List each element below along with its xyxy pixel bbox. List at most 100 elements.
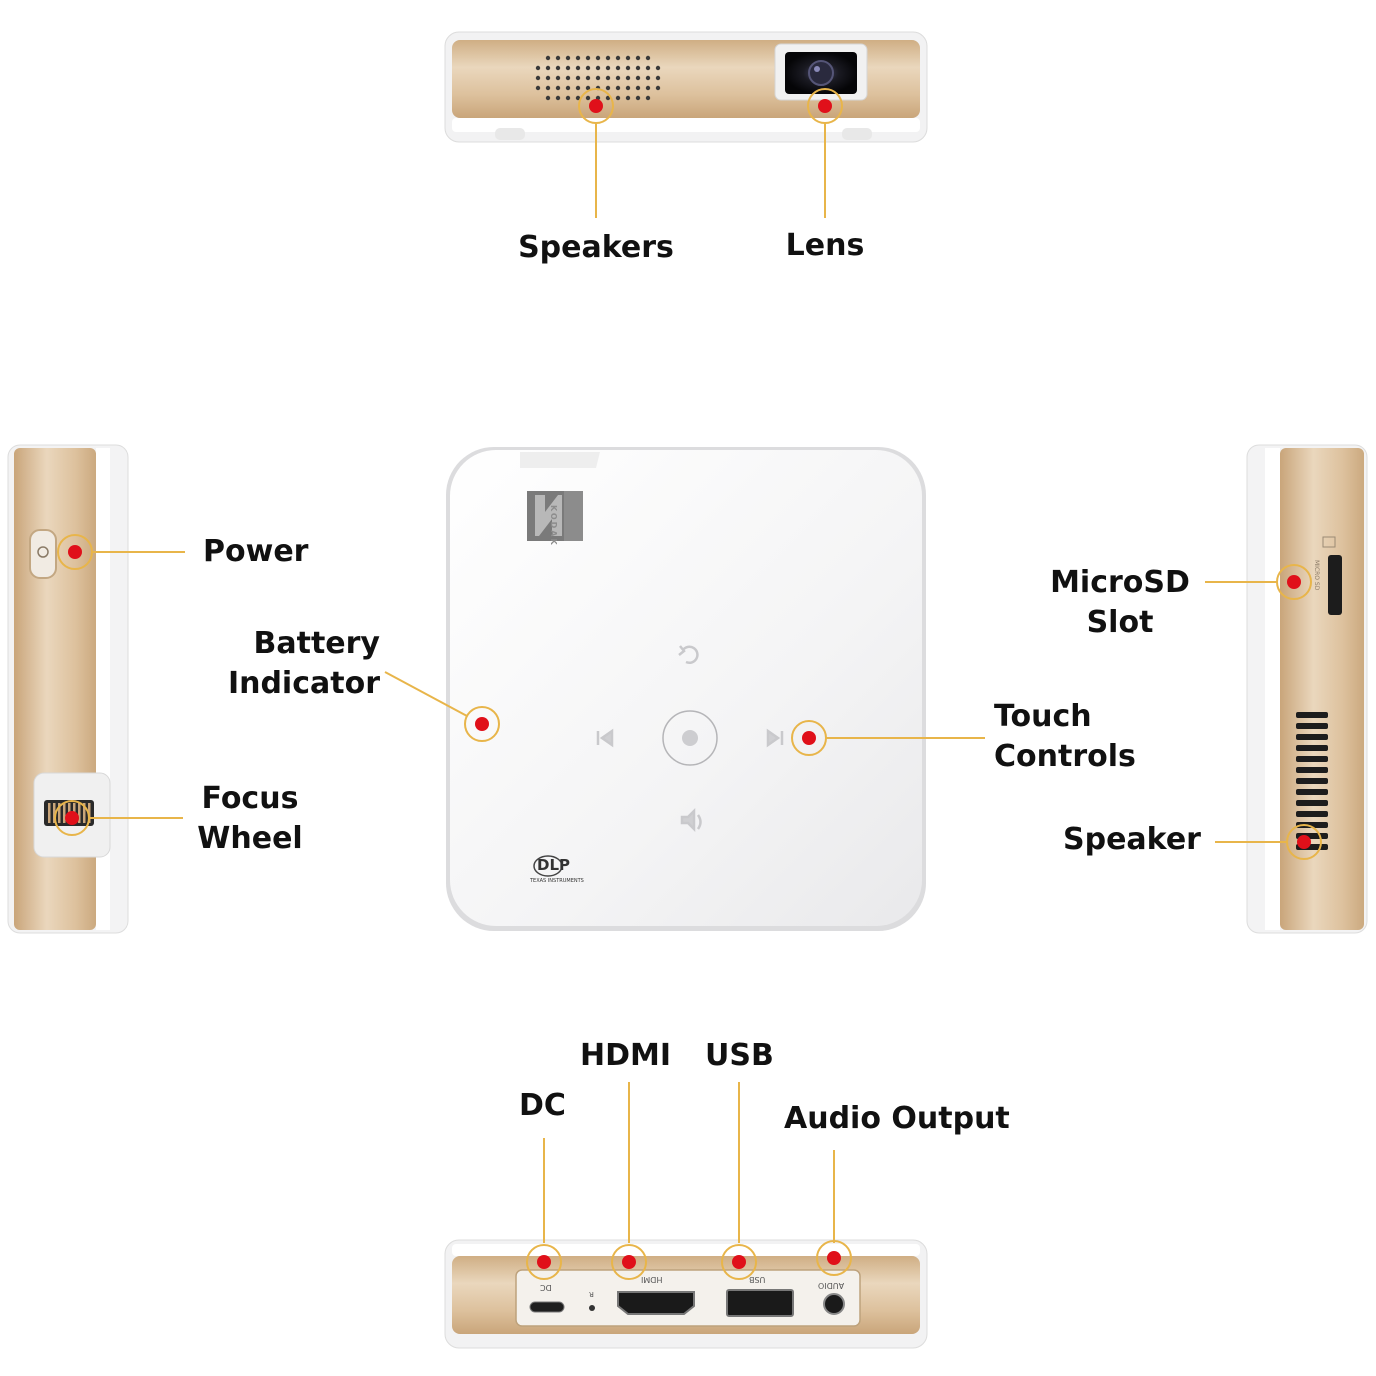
- grille-hole: [645, 95, 651, 101]
- grille-hole: [615, 55, 621, 61]
- grille-hole: [605, 85, 611, 91]
- vent-slot: [1296, 712, 1328, 718]
- vent-slot: [1296, 789, 1328, 795]
- label-touch-line1: Touch: [994, 699, 1092, 734]
- grille-hole: [535, 85, 541, 91]
- grille-hole: [625, 75, 631, 81]
- vent-slot: [1296, 723, 1328, 729]
- dlp-subtext: TEXAS INSTRUMENTS: [530, 878, 584, 884]
- grille-hole: [565, 75, 571, 81]
- kodak-logo-icon: [527, 491, 583, 541]
- callout-lines: [90, 122, 1287, 1243]
- label-battery-indicator: Battery Indicator: [190, 624, 380, 704]
- grille-hole: [545, 65, 551, 71]
- grille-hole: [605, 95, 611, 101]
- vent-slot: [1296, 734, 1328, 740]
- label-hdmi: HDMI: [580, 1038, 672, 1073]
- label-focus-line1: Focus: [201, 781, 299, 816]
- label-microsd-slot: MicroSD Slot: [1040, 563, 1200, 643]
- vent-slot: [1296, 800, 1328, 806]
- grille-hole: [575, 85, 581, 91]
- grille-hole: [615, 65, 621, 71]
- label-dc: DC: [519, 1088, 566, 1123]
- label-microsd-line1: MicroSD: [1050, 565, 1190, 600]
- grille-hole: [565, 55, 571, 61]
- front-view-device: [444, 31, 928, 143]
- port-audio-text: AUDIO: [818, 1281, 845, 1290]
- grille-hole: [585, 55, 591, 61]
- grille-hole: [595, 55, 601, 61]
- port-usb-text: USB: [749, 1275, 766, 1284]
- grille-hole: [555, 85, 561, 91]
- grille-hole: [655, 75, 661, 81]
- vent-slot: [1296, 778, 1328, 784]
- grille-hole: [545, 75, 551, 81]
- callout-marker: [816, 1240, 852, 1276]
- grille-hole: [555, 95, 561, 101]
- label-lens: Lens: [785, 228, 865, 263]
- grille-hole: [545, 85, 551, 91]
- vent-slot: [1296, 767, 1328, 773]
- grille-hole: [645, 85, 651, 91]
- left-side-device: [7, 444, 129, 934]
- dlp-logo-icon: [533, 855, 563, 877]
- callout-marker: [721, 1244, 757, 1280]
- port-r-text: R: [589, 1290, 594, 1298]
- grille-hole: [575, 95, 581, 101]
- rear-view-device: [444, 1239, 928, 1349]
- focus-ridge: [83, 803, 86, 823]
- label-audio-output: Audio Output: [784, 1101, 1010, 1136]
- grille-hole: [575, 65, 581, 71]
- grille-hole: [635, 65, 641, 71]
- focus-ridge: [58, 803, 61, 823]
- grille-hole: [535, 75, 541, 81]
- grille-hole: [565, 85, 571, 91]
- grille-hole: [565, 95, 571, 101]
- callout-marker: [611, 1244, 647, 1280]
- label-speaker: Speaker: [1063, 822, 1201, 857]
- grille-hole: [545, 55, 551, 61]
- grille-hole: [635, 75, 641, 81]
- grille-hole: [585, 65, 591, 71]
- grille-hole: [555, 65, 561, 71]
- label-power: Power: [203, 534, 309, 569]
- grille-hole: [635, 85, 641, 91]
- grille-hole: [595, 75, 601, 81]
- label-speakers: Speakers: [518, 230, 674, 265]
- grille-hole: [625, 65, 631, 71]
- touch-control-icons: [596, 645, 784, 833]
- grille-hole: [585, 75, 591, 81]
- port-microsd-text: MICRO SD: [1313, 560, 1320, 591]
- grille-hole: [605, 75, 611, 81]
- grille-hole: [605, 65, 611, 71]
- label-focus-line2: Wheel: [197, 821, 303, 856]
- label-touch-controls: Touch Controls: [994, 697, 1136, 777]
- vent-slot: [1296, 811, 1328, 817]
- focus-ridge: [48, 803, 51, 823]
- vent-slot: [1296, 745, 1328, 751]
- grille-hole: [625, 85, 631, 91]
- vent-slot: [1296, 822, 1328, 828]
- grille-hole: [535, 65, 541, 71]
- top-view-device: [446, 447, 926, 931]
- callout-marker: [1276, 564, 1312, 600]
- grille-hole: [635, 95, 641, 101]
- grille-hole: [655, 85, 661, 91]
- vent-slot: [1296, 756, 1328, 762]
- grille-hole: [585, 95, 591, 101]
- speaker-grille-icon: [535, 55, 661, 101]
- callout-marker: [57, 534, 93, 570]
- callout-marker: [807, 88, 843, 124]
- grille-hole: [565, 65, 571, 71]
- label-touch-line2: Controls: [994, 739, 1136, 774]
- brand-text: KODAK: [549, 505, 558, 547]
- grille-hole: [575, 55, 581, 61]
- callout-marker: [464, 706, 500, 742]
- label-battery-line1: Battery: [253, 626, 381, 661]
- focus-ridge: [53, 803, 56, 823]
- callout-marker: [526, 1244, 562, 1280]
- grille-hole: [555, 55, 561, 61]
- callout-marker: [791, 720, 827, 756]
